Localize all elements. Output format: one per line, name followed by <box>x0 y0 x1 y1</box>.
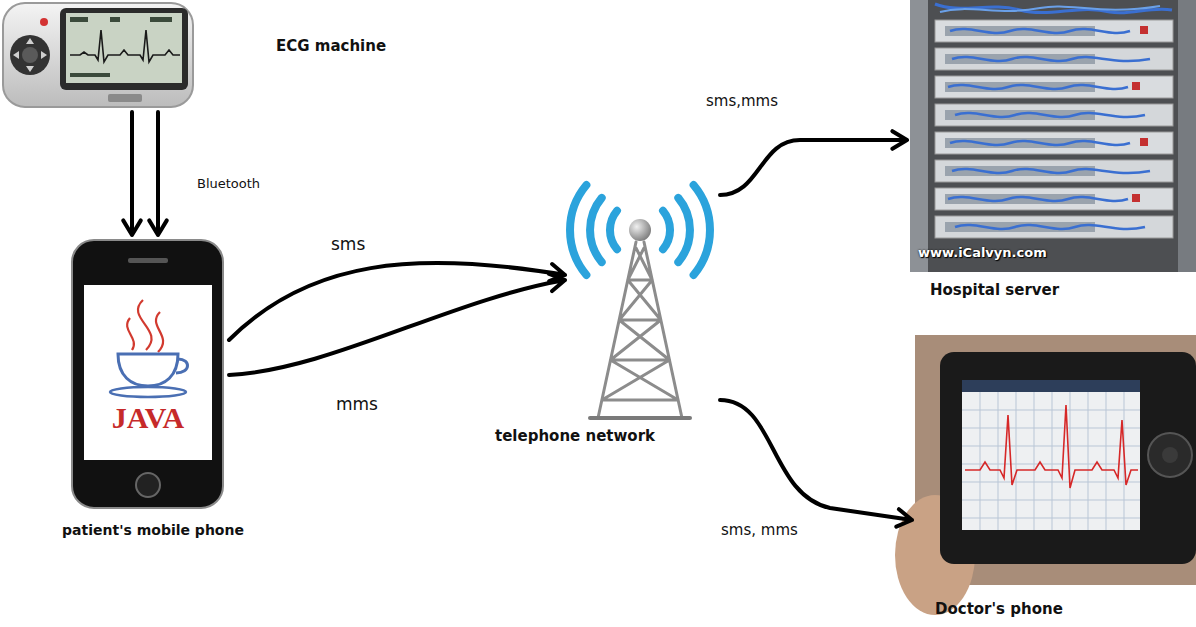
ecg-machine-picture-part <box>70 17 88 22</box>
label-anchor: www.iCalvyn.com <box>918 245 1047 261</box>
hospital-server: Hospital server <box>910 0 1196 272</box>
server-rack-picture-part <box>935 188 1173 210</box>
server-rack-picture-part <box>948 85 1128 89</box>
ecg-machine-picture-part <box>66 13 182 83</box>
telephone-tower: telephone network <box>565 180 720 420</box>
ecg-machine-picture-part <box>70 30 180 62</box>
label-anchor: mms <box>336 394 378 414</box>
server-rack-picture-part <box>1140 138 1148 146</box>
ecg-machine-picture-part <box>10 35 50 75</box>
patient-phone-picture-part <box>84 285 212 460</box>
patient-phone-picture-part <box>136 473 160 497</box>
ecg-machine-picture-part <box>22 47 38 63</box>
edge-label: Bluetooth <box>197 176 260 192</box>
doctor-phone-picture-part <box>962 380 1140 530</box>
server-rack-picture-part <box>950 29 1130 33</box>
telephone-tower-picture-part <box>629 219 651 241</box>
edge-label: sms,mms <box>706 92 778 110</box>
server-rack-picture-part <box>935 76 1173 98</box>
ecg-machine-picture-part <box>3 3 193 107</box>
patient-phone-picture <box>72 240 223 508</box>
edge-label: sms <box>331 234 365 254</box>
patient-phone-picture-part <box>72 240 223 508</box>
doctor-phone-picture-part <box>915 335 1196 585</box>
doctor-phone-picture-part <box>1148 433 1192 477</box>
patient-phone-picture-part <box>118 354 178 386</box>
telephone-tower-picture-part <box>570 185 710 275</box>
telephone-tower-picture <box>570 185 710 418</box>
server-rack-picture-part <box>952 57 1150 61</box>
server-rack-picture-part <box>935 48 1173 70</box>
arrow-connector <box>720 131 907 195</box>
edge-label: sms, mms <box>721 521 798 539</box>
label-anchor: sms, mms <box>721 521 798 539</box>
server-rack-picture-part <box>955 113 1145 117</box>
node-caption: Hospital server <box>930 281 1059 299</box>
arrow-connector <box>720 400 912 527</box>
server-rack-picture <box>910 0 1196 272</box>
doctor-phone-picture-part <box>940 352 1196 564</box>
server-rack-picture-part <box>1132 82 1140 90</box>
ecg-machine-picture-part <box>70 73 110 77</box>
doctor-phone-picture <box>895 335 1196 615</box>
server-rack-picture-part <box>952 169 1150 173</box>
label-anchor: sms,mms <box>706 92 778 110</box>
server-rack-picture-part <box>1132 194 1140 202</box>
server-rack-picture-part <box>935 20 1173 42</box>
server-rack-picture-part <box>955 225 1145 229</box>
label-anchor: JAVA <box>112 400 184 436</box>
server-rack-picture-part <box>948 197 1128 201</box>
ecg-machine-picture-part <box>40 18 48 26</box>
doctor-phone-picture-part <box>1162 447 1178 463</box>
telephone-tower-picture-part <box>590 416 690 420</box>
patient-phone-picture-part <box>110 387 186 397</box>
ecg-device: ECG machine <box>0 0 195 110</box>
node-caption: telephone network <box>495 427 655 445</box>
patient-phone: patient's mobile phone <box>70 238 225 510</box>
server-rack-picture-part <box>950 141 1130 145</box>
edge-label: mms <box>336 394 378 414</box>
logo-text: JAVA <box>112 400 184 436</box>
ecg-machine-picture-part <box>13 38 47 72</box>
doctor-phone-picture-part <box>965 405 1138 488</box>
server-rack-picture-part <box>935 216 1173 238</box>
server-rack-picture-part <box>910 0 1196 272</box>
doctor-phone: Doctor's phone <box>915 335 1196 585</box>
arrow-connector <box>229 263 565 340</box>
watermark: www.iCalvyn.com <box>918 245 1047 261</box>
server-rack-picture-part <box>935 4 1172 13</box>
node-caption: ECG machine <box>276 37 386 55</box>
server-rack-picture-part <box>1140 26 1148 34</box>
telephone-tower-picture-part <box>598 242 682 418</box>
label-anchor: sms <box>331 234 365 254</box>
server-rack-picture-part <box>910 0 928 272</box>
doctor-phone-picture-part <box>962 380 1140 392</box>
ecg-machine-picture <box>3 3 193 107</box>
ecg-machine-picture-part <box>60 8 188 90</box>
arrow-connector <box>123 112 167 235</box>
arrow-connector <box>229 274 565 375</box>
node-caption: Doctor's phone <box>935 600 1063 618</box>
server-rack-picture-part <box>935 104 1173 126</box>
ecg-machine-picture-part <box>110 17 120 22</box>
label-anchor: Bluetooth <box>197 176 260 192</box>
ecg-machine-picture-part <box>150 17 172 22</box>
ecg-machine-picture-part <box>108 94 142 102</box>
patient-phone-picture-part <box>176 359 188 373</box>
server-rack-picture-part <box>1178 0 1196 272</box>
server-rack-picture-part <box>940 6 1160 12</box>
node-caption: patient's mobile phone <box>62 522 244 539</box>
doctor-phone-picture-part <box>962 392 1140 530</box>
patient-phone-picture-part <box>128 258 168 263</box>
patient-phone-picture-part <box>127 300 163 352</box>
server-rack-picture-part <box>935 160 1173 182</box>
server-rack-picture-part <box>935 132 1173 154</box>
